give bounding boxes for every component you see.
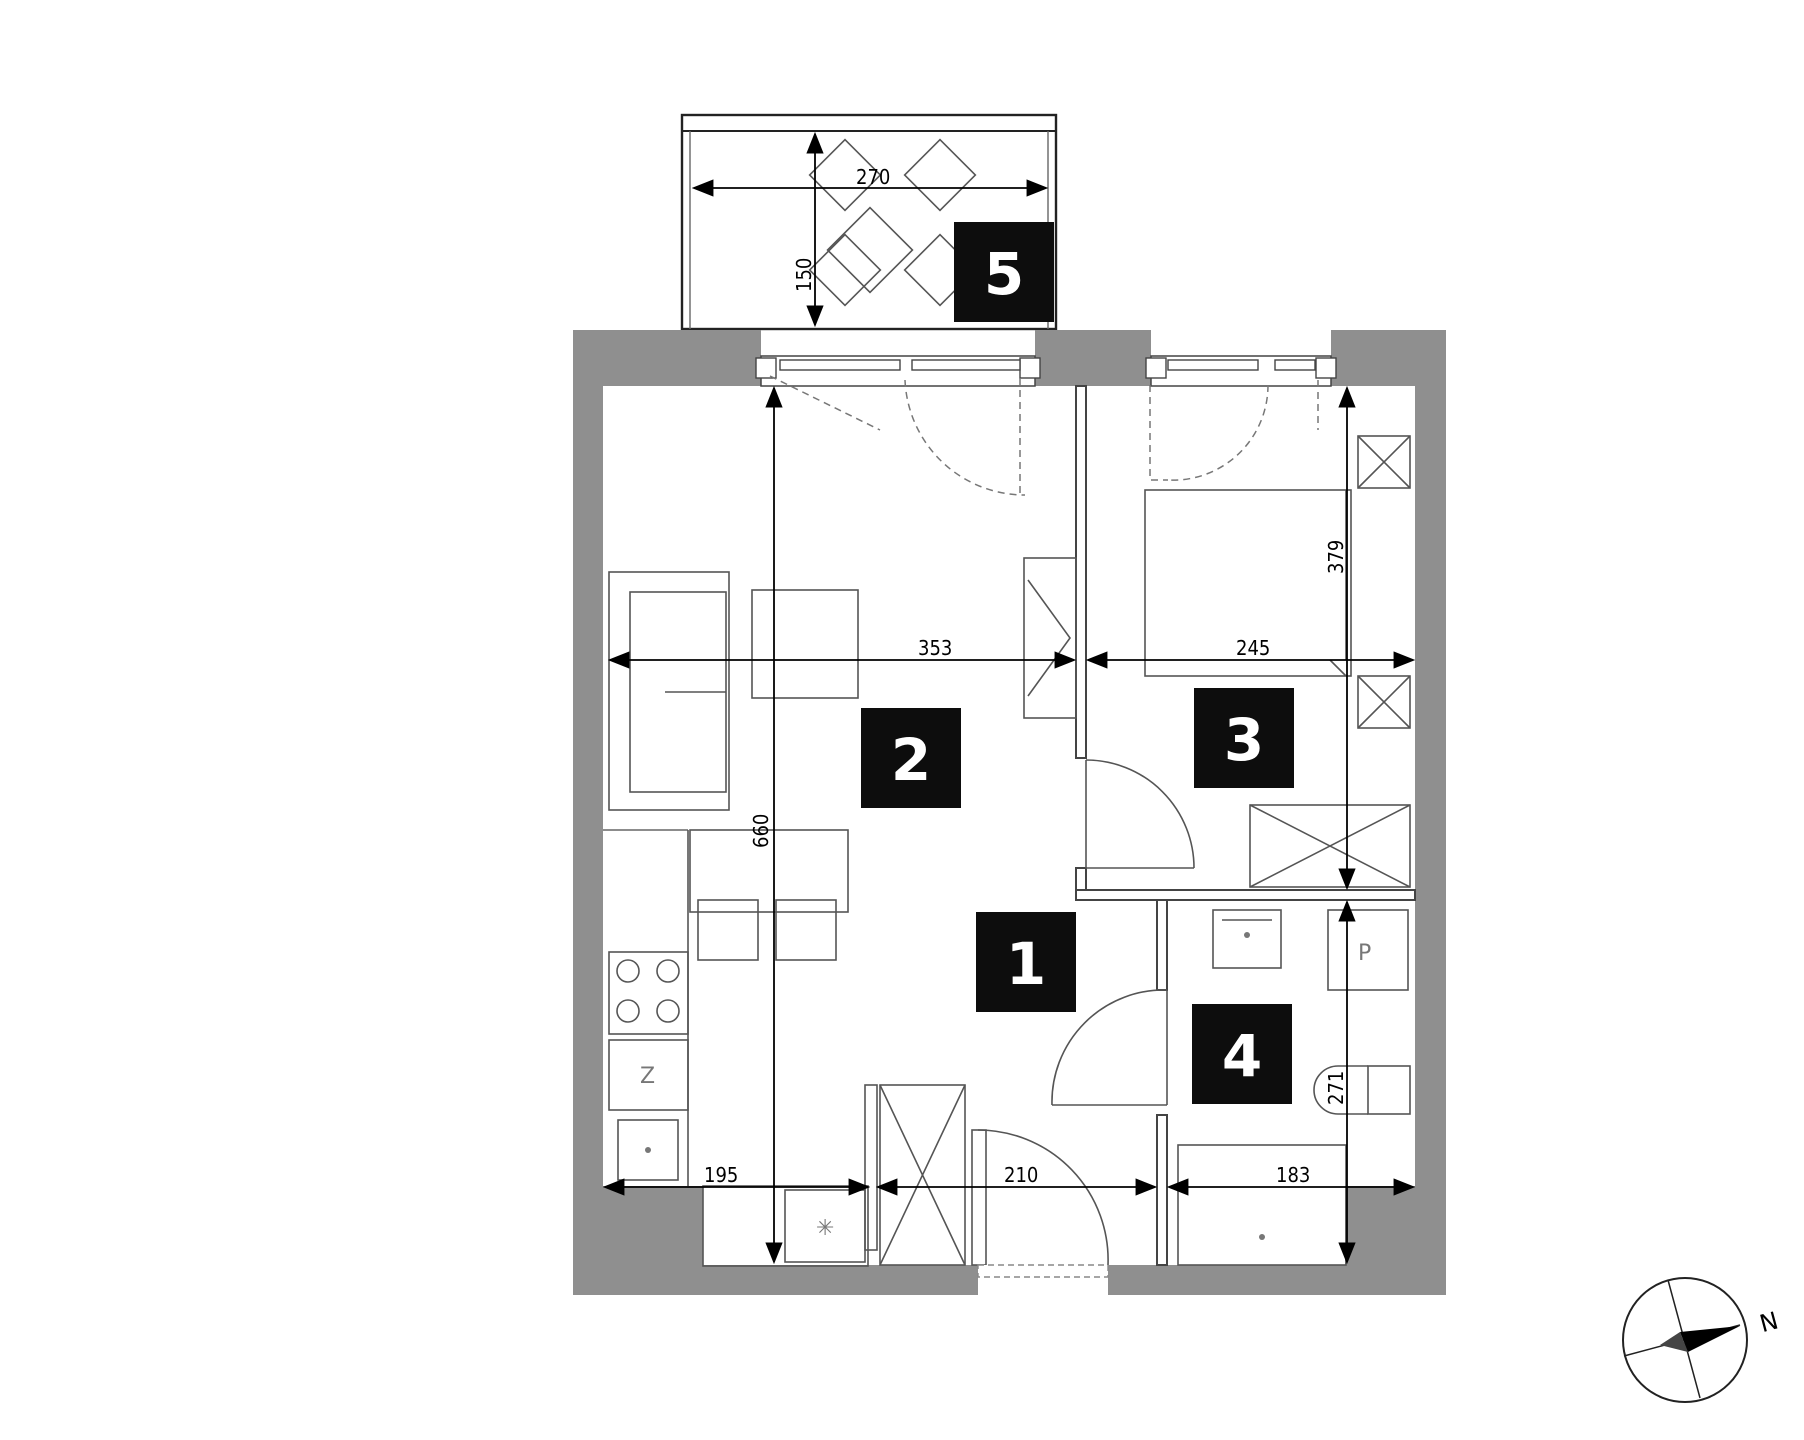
svg-text:✳: ✳ bbox=[816, 1216, 834, 1241]
dim-living-width: 353 bbox=[918, 636, 952, 660]
windows bbox=[755, 355, 1337, 496]
dim-bedroom-width: 245 bbox=[1236, 636, 1270, 660]
dim-balcony-width: 270 bbox=[856, 165, 890, 189]
room-label-1: 1 bbox=[976, 912, 1076, 1012]
room-label-4: 4 bbox=[1192, 1004, 1292, 1104]
svg-text:1: 1 bbox=[1006, 930, 1046, 998]
room-label-5: 5 bbox=[954, 222, 1054, 322]
dimension-lines: 270 150 353 660 245 379 195 210 183 271 bbox=[602, 131, 1416, 1265]
dim-bathroom-length: 271 bbox=[1324, 1071, 1348, 1105]
compass-icon: N bbox=[1622, 1277, 1782, 1403]
svg-text:2: 2 bbox=[891, 726, 931, 794]
washer-label: P bbox=[1358, 941, 1371, 966]
dim-kitchen-width: 195 bbox=[704, 1163, 738, 1187]
living-furniture bbox=[608, 557, 1077, 961]
room-labels: 5 2 3 1 4 bbox=[861, 222, 1294, 1104]
room-label-3: 3 bbox=[1194, 688, 1294, 788]
kitchen: Z ✳ bbox=[608, 830, 869, 1267]
svg-text:3: 3 bbox=[1224, 706, 1264, 774]
hall bbox=[864, 1084, 1109, 1278]
walls bbox=[573, 330, 1446, 1295]
fridge-label: Z bbox=[640, 1064, 655, 1089]
dim-balcony-depth: 150 bbox=[792, 258, 816, 292]
svg-text:4: 4 bbox=[1222, 1022, 1262, 1090]
bedroom-furniture bbox=[1085, 435, 1411, 888]
room-label-2: 2 bbox=[861, 708, 961, 808]
bathroom-furniture: P bbox=[1051, 909, 1411, 1266]
dim-hall-width: 210 bbox=[1004, 1163, 1038, 1187]
dim-bedroom-length: 379 bbox=[1324, 540, 1348, 574]
svg-text:5: 5 bbox=[984, 240, 1024, 308]
compass-north-label: N bbox=[1757, 1306, 1782, 1338]
dim-bathroom-width: 183 bbox=[1276, 1163, 1310, 1187]
dim-living-length: 660 bbox=[749, 814, 773, 848]
